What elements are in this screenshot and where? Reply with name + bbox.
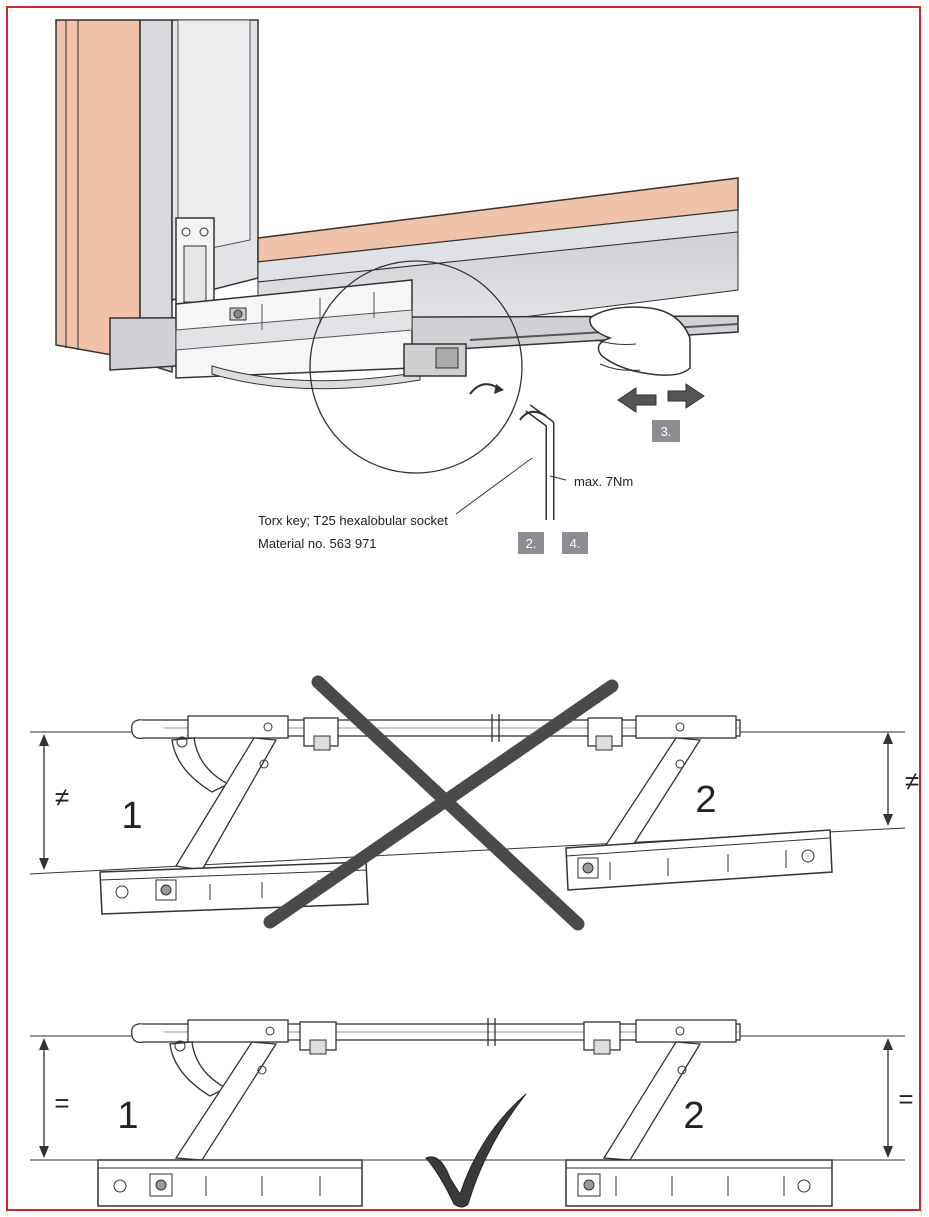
wrong-distance-left: ≠ [55, 782, 69, 812]
step-badge-3-label: 3. [661, 424, 672, 439]
frame-wood-left [55, 19, 141, 361]
correct-distance-left: = [54, 1088, 69, 1118]
step-badge-2 [518, 532, 544, 554]
correct-distance-right: = [898, 1084, 913, 1114]
tool-caption-line2: Material no. 563 971 [258, 536, 377, 551]
wrong-distance-right: ≠ [905, 766, 919, 796]
incorrect-alignment-figure [29, 675, 906, 931]
wrong-hinge-number-1: 1 [121, 795, 142, 837]
arrow-left-icon [617, 387, 657, 413]
step-badge-2-label: 2. [526, 536, 537, 551]
wrong-hinge-number-2: 2 [695, 779, 716, 821]
window-sash-illustration [55, 19, 739, 520]
correct-hinge-number-2: 2 [683, 1095, 704, 1137]
step-badge-4 [562, 532, 588, 554]
torque-label: max. 7Nm [574, 474, 633, 489]
step-badge-4-label: 4. [570, 536, 581, 551]
correct-check-icon [425, 1093, 527, 1208]
torx-key [469, 383, 555, 520]
correct-alignment-figure [30, 1018, 905, 1208]
arrow-right-icon [667, 383, 705, 409]
sash-profile-vertical [139, 19, 173, 374]
correct-hinge-number-1: 1 [117, 1095, 138, 1137]
detail-magnifier-circle [309, 260, 523, 474]
tool-caption-line1: Torx key; T25 hexalobular socket [258, 513, 448, 528]
page-border [6, 6, 921, 1211]
hand-illustration [589, 306, 691, 376]
hinge-carriage [175, 217, 467, 390]
step-badge-3 [652, 420, 680, 442]
